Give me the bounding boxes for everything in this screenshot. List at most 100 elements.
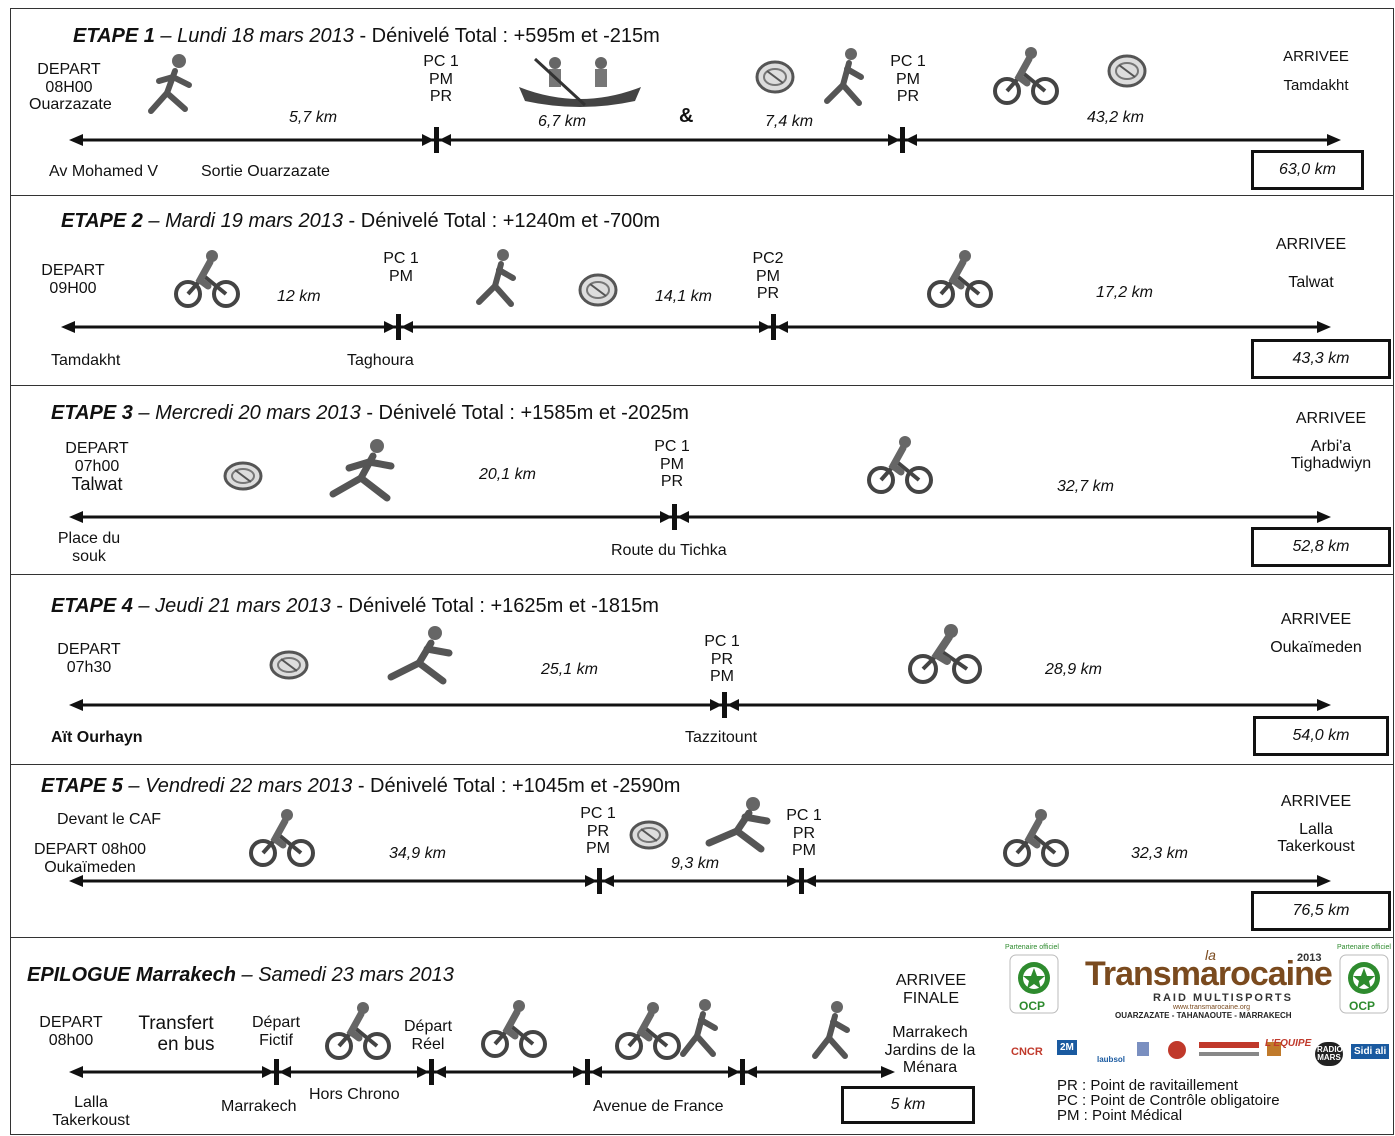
runner-icon [329,439,395,502]
runner-icon [705,797,771,853]
route-line [69,504,1331,530]
start-location-label: Lalla Takerkoust [52,1094,130,1129]
partner-label: Partenaire officiel [1005,944,1059,951]
compass-icon [755,60,795,94]
logo-route: OUARZAZATE - TAHANAOUTE - MARRAKECH [1115,1011,1292,1020]
total-distance-box: 54,0 km [1253,716,1389,756]
etape-2-panel: ETAPE 2 – Mardi 19 mars 2013 - Dénivelé … [10,195,1394,386]
checkpoint-1: PC 1 PM PR [423,53,459,106]
checkpoint-2: PC 1 PM PR [890,53,926,106]
arrivee-label: ARRIVEE Oukaïmeden [1270,611,1362,656]
logo-name: Transmarocaine [1085,955,1333,993]
legend-pr: PR : Point de ravitaillement [1057,1077,1238,1094]
total-distance-box: 52,8 km [1251,527,1391,567]
start-location-label: Aït Ourhayn [51,729,143,746]
distance-label: 5,7 km [289,109,338,126]
depart-label: DEPART 09H00 [41,262,105,297]
distance-label: 20,1 km [479,466,536,483]
etape-1-title: ETAPE 1 – Lundi 18 mars 2013 - Dénivelé … [73,25,660,47]
runner-icon [812,1001,850,1059]
start-street-label: Av Mohamed V [49,163,159,180]
epilogue-title: EPILOGUE Marrakech – Samedi 23 mars 2013 [27,964,454,986]
sponsor-laubsol: laubsol [1097,1055,1126,1064]
total-distance-box: 76,5 km [1251,891,1391,931]
depart-label: DEPART 07h30 [57,641,121,676]
epilogue-panel: EPILOGUE Marrakech – Samedi 23 mars 2013… [10,937,1394,1135]
logo-la: la [1205,947,1216,963]
distance-label: 34,9 km [389,845,446,862]
cyclist-icon [1003,809,1069,867]
arrivee-label: ARRIVEE Lalla Takerkoust [1277,793,1355,856]
route-line [69,692,1331,718]
cyclist-icon [615,1002,681,1060]
checkpoint-location-label: Taghoura [347,352,414,369]
depart-label: DEPART 08h00 Oukaïmeden [33,841,147,876]
hors-chrono-label: Hors Chrono [309,1086,400,1103]
start-location-label: Place du souk [57,530,121,565]
checkpoint-1: PC 1 PM [383,250,419,285]
checkpoint-2: PC2 PM PR [752,250,784,303]
sponsor-cncr: CNCR [1011,1046,1043,1058]
runner-icon [476,249,516,307]
ocp-text: OCP [1019,999,1046,1013]
distance-label: 25,1 km [541,661,598,678]
distance-label: 12 km [277,288,321,305]
start-location-label: Tamdakht [51,352,121,369]
distance-label: 43,2 km [1087,109,1144,126]
compass-icon [578,273,618,307]
runner-icon [680,999,718,1057]
legend: PR : Point de ravitaillement PC : Point … [1057,1078,1280,1123]
total-distance-box: 5 km [841,1086,975,1124]
distance-label: 32,7 km [1057,478,1114,495]
sponsor-strip: CNCR 2M laubsol L'EQUIPE RADIO MARS Sidi… [1011,1036,1391,1076]
distance-label: 28,9 km [1045,661,1102,678]
depart-label: DEPART 08H00 Ouarzazate [29,61,112,114]
checkpoint-1: PC 1 PR PM [580,805,616,858]
etape-4-title: ETAPE 4 – Jeudi 21 mars 2013 - Dénivelé … [51,595,659,617]
logo-url: www.transmarocaine.org [1173,1004,1251,1011]
arrivee-finale-label: ARRIVEE FINALE [895,972,967,1007]
sponsor-2m: 2M [1057,1040,1077,1055]
arrivee-place-label: Marrakech Jardins de la Ménara [884,1024,976,1077]
arrivee-label: ARRIVEE Arbi'a Tighadwiyn [1290,410,1372,473]
distance-label: 32,3 km [1131,845,1188,862]
cyclist-icon [908,624,982,684]
ocp-text: OCP [1349,999,1376,1013]
ocp-logo-icon [1339,954,1389,1014]
depart-reel-label: Départ Réel [403,1018,453,1053]
distance-label: 17,2 km [1096,284,1153,301]
distance-label: 9,3 km [671,855,720,872]
arrivee-label: ARRIVEE Talwat [1275,236,1347,291]
runner-icon [387,626,453,685]
cyclist-icon [249,809,315,867]
sponsor-sidi-ali: Sidi ali [1351,1044,1390,1059]
depart-fictif-label: Départ Fictif [251,1014,301,1049]
total-distance-box: 43,3 km [1251,339,1391,379]
cyclist-icon [481,1000,547,1058]
marrakech-label: Marrakech [221,1098,297,1115]
etape-5-panel: ETAPE 5 – Vendredi 22 mars 2013 - Dénive… [10,764,1394,938]
compass-icon [629,820,669,850]
route-line [69,1059,895,1085]
route-line [61,314,1331,340]
distance-label: 6,7 km [538,113,587,130]
checkpoint-location-label: Tazzitount [685,729,758,746]
distance-label: 7,4 km [765,113,814,130]
cyclist-icon [325,1002,391,1060]
depart-label: DEPART 08h00 [39,1014,103,1049]
distance-label: 14,1 km [655,288,712,305]
etape-2-title: ETAPE 2 – Mardi 19 mars 2013 - Dénivelé … [61,210,661,232]
sponsor-emblem-icon [1137,1041,1281,1059]
logo-sub: RAID MULTISPORTS [1153,992,1293,1004]
etape-3-panel: ETAPE 3 – Mercredi 20 mars 2013 - Dénive… [10,385,1394,575]
total-distance-box: 63,0 km [1251,150,1364,190]
depart-location-note: Devant le CAF [57,811,162,828]
ampersand: & [679,105,694,127]
etape-1-panel: ETAPE 1 – Lundi 18 mars 2013 - Dénivelé … [10,8,1394,196]
checkpoint-1: PC 1 PM PR [654,438,690,491]
legend-pm: PM : Point Médical [1057,1107,1183,1124]
exit-label: Sortie Ouarzazate [201,163,330,180]
checkpoint-location-label: Route du Tichka [611,542,727,559]
partner-label: Partenaire officiel [1337,944,1391,951]
logo-year: 2013 [1297,952,1322,964]
